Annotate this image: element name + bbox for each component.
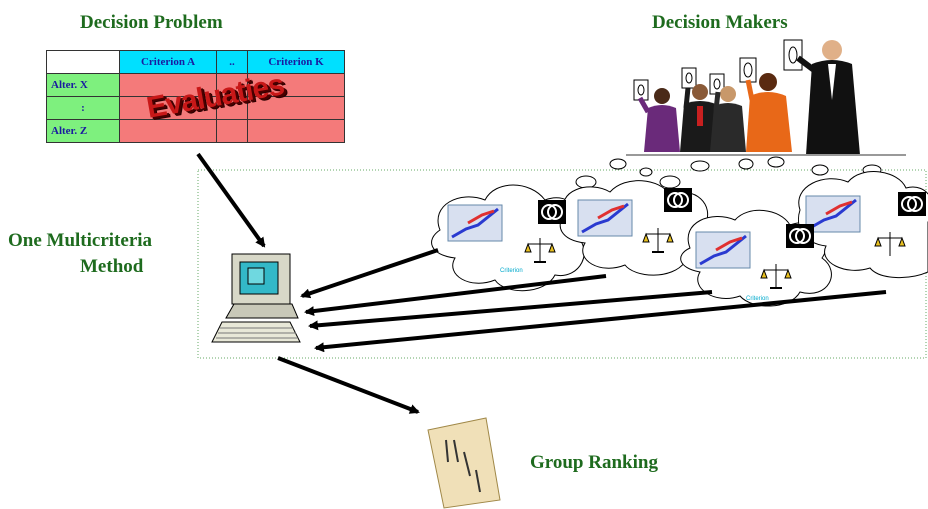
decision-problem-title: Decision Problem — [80, 12, 223, 33]
rings-icons — [538, 188, 926, 248]
matrix-cell — [216, 119, 248, 143]
matrix-cell — [119, 73, 217, 97]
matrix-header-criterion-k: Criterion K — [247, 50, 345, 74]
thought-bubble-dots — [575, 156, 882, 189]
scale-icons — [524, 228, 906, 289]
decision-makers-illustration — [626, 39, 906, 156]
computer-icon — [211, 253, 301, 343]
ranking-paper-icon — [427, 417, 501, 509]
arrow-dm4-to-method — [314, 290, 887, 353]
matrix-cell — [247, 73, 345, 97]
thought-label-2: Criterion — [746, 296, 769, 302]
arrow-dm3-to-method — [308, 290, 713, 331]
chart-icons — [447, 195, 861, 269]
matrix-cell — [119, 119, 217, 143]
decision-matrix: Criterion A .. Criterion K Alter. X : Al… — [46, 50, 345, 143]
arrow-dm1-to-method — [300, 248, 439, 299]
method-title-line1: One Multicriteria — [8, 230, 153, 251]
flow-arrows — [196, 152, 887, 414]
group-ranking-title: Group Ranking — [530, 452, 658, 473]
matrix-row-alter-z: Alter. Z — [46, 119, 120, 143]
arrow-problem-to-method — [196, 152, 266, 248]
arrow-dm2-to-method — [304, 274, 607, 317]
matrix-cell — [247, 119, 345, 143]
matrix-corner — [46, 50, 120, 74]
matrix-header-criterion-a: Criterion A — [119, 50, 217, 74]
matrix-row-alter-x: Alter. X — [46, 73, 120, 97]
decision-makers-title: Decision Makers — [652, 12, 788, 33]
matrix-cell — [216, 96, 248, 120]
method-title-line2: Method — [80, 256, 144, 277]
matrix-cell — [247, 96, 345, 120]
arrow-method-to-ranking — [277, 356, 420, 414]
thought-label-1: Criterion — [500, 268, 523, 274]
